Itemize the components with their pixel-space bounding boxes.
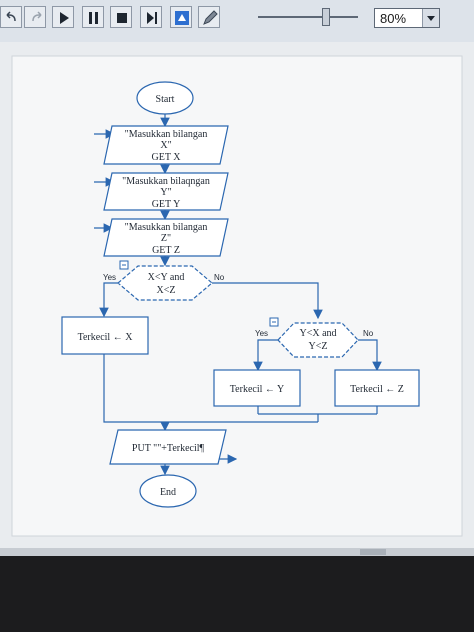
end-label: End [160,487,176,498]
input-z-parallelogram[interactable]: "Masukkan bilangan Z" GET Z [103,218,229,257]
input-y-line2: Y" [160,187,171,198]
decision-1-no-label: No [214,273,225,282]
zoom-value: 80% [380,11,407,26]
scrollbar-grip[interactable] [360,549,386,555]
redo-button[interactable] [24,6,46,28]
stop-icon [117,13,127,23]
input-x-line1: "Masukkan bilangan [125,129,208,140]
stop-button[interactable] [110,6,132,28]
output-parallelogram[interactable]: PUT ""+Terkecil¶ [109,429,227,465]
toolbar: 80% [0,0,474,43]
start-terminator[interactable]: Start [136,81,194,115]
flowchart-canvas: Start "Masukkan bilangan X" GET X "Masuk… [0,42,474,548]
assign-y-label: Terkecil ← Y [230,384,284,395]
input-x-line2: X" [160,140,171,151]
decision-2-no-label: No [363,329,374,338]
pause-icon [89,12,98,24]
step-icon [147,12,157,24]
chevron-down-icon[interactable] [422,9,439,27]
undo-button[interactable] [0,6,22,28]
decision-2-line2: Y<Z [309,341,328,352]
input-y-parallelogram[interactable]: "Masukkan bilaqngan Y" GET Y [103,172,229,211]
start-label: Start [156,94,175,105]
flowchart-diagram: Start "Masukkan bilangan X" GET X "Masuk… [11,55,463,537]
input-z-line3: GET Z [152,245,180,256]
decision-1-line1: X<Y and [148,272,185,283]
play-icon [60,12,69,24]
assign-x-label: Terkecil ← X [78,332,134,343]
end-terminator[interactable]: End [139,474,197,508]
input-z-line1: "Masukkan bilangan [125,222,208,233]
input-x-parallelogram[interactable]: "Masukkan bilangan X" GET X [103,125,229,165]
input-y-line3: GET Y [152,199,181,210]
decision-1-line2: X<Z [157,285,176,296]
zoom-slider-track[interactable] [258,16,358,18]
zoom-select[interactable]: 80% [374,8,440,28]
pencil-icon [203,10,218,25]
assign-z-box[interactable]: Terkecil ← Z [334,369,420,407]
decision-1-yes-label: Yes [103,273,116,282]
zoom-slider-thumb[interactable] [322,8,330,26]
diagram-page [11,55,463,537]
input-x-line3: GET X [152,152,182,163]
breakpoint-icon [175,11,189,25]
horizontal-scrollbar[interactable] [0,548,474,556]
assign-x-box[interactable]: Terkecil ← X [61,316,149,355]
input-z-line2: Z" [161,233,171,244]
pause-button[interactable] [82,6,104,28]
decision-2-diamond[interactable]: Y<X and Y<Z Yes No [255,317,374,358]
assign-y-box[interactable]: Terkecil ← Y [213,369,301,407]
input-y-line1: "Masukkan bilaqngan [122,176,210,187]
assign-z-label: Terkecil ← Z [350,384,404,395]
breakpoint-button[interactable] [170,6,192,28]
run-button[interactable] [52,6,74,28]
output-label: PUT ""+Terkecil¶ [132,443,205,454]
decision-1-diamond[interactable]: X<Y and X<Z Yes No [103,260,225,301]
redo-icon [32,11,42,22]
undo-icon [6,11,16,22]
decision-2-line1: Y<X and [299,328,336,339]
decision-2-yes-label: Yes [255,329,268,338]
edit-button[interactable] [198,6,220,28]
step-button[interactable] [140,6,162,28]
